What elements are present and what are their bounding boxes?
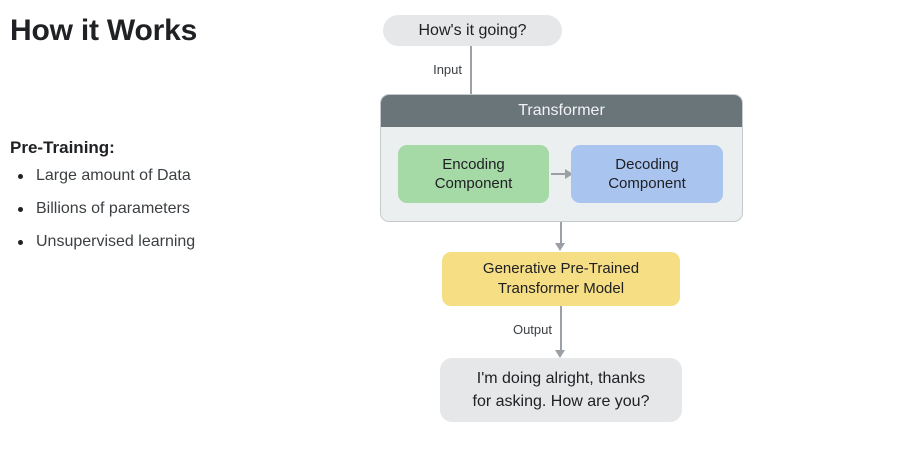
left-text-panel: How it Works Pre-Training: Large amount … (10, 0, 360, 451)
output-speech-bubble: I'm doing alright, thanks for asking. Ho… (440, 358, 682, 422)
bullet-dot-icon (18, 240, 23, 245)
encoder-to-decoder-line (551, 173, 565, 175)
gpt-model-box: Generative Pre-Trained Transformer Model (442, 252, 680, 306)
list-item: Billions of parameters (10, 199, 195, 219)
gpt-model-line1: Generative Pre-Trained (482, 260, 640, 277)
list-item-label: Large amount of Data (36, 167, 191, 184)
decoding-component-box: Decoding Component (571, 145, 723, 203)
bullet-dot-icon (18, 207, 23, 212)
list-item: Unsupervised learning (10, 232, 195, 252)
output-connector-line (560, 306, 562, 351)
list-item-label: Billions of parameters (36, 200, 190, 217)
gpt-model-line2: Transformer Model (497, 280, 625, 297)
output-bubble-line2: for asking. How are you? (472, 393, 650, 410)
input-speech-bubble: How's it going? (383, 15, 562, 46)
transformer-to-model-arrowhead (555, 243, 565, 251)
page-title: How it Works (10, 14, 198, 47)
list-item-label: Unsupervised learning (36, 233, 196, 250)
encoding-component-box: Encoding Component (398, 145, 549, 203)
list-item: Large amount of Data (10, 166, 195, 186)
decoding-component-line2: Component (608, 175, 686, 192)
input-edge-label: Input (433, 62, 462, 77)
encoding-component-line2: Component (434, 175, 513, 192)
encoding-component-line1: Encoding (442, 156, 505, 173)
output-connector-arrowhead (555, 350, 565, 358)
bullet-dot-icon (18, 174, 23, 179)
encoder-to-decoder-arrowhead (565, 169, 573, 179)
output-edge-label: Output (512, 322, 552, 337)
pre-training-bullet-list: Large amount of Data Billions of paramet… (10, 166, 195, 265)
output-bubble-line1: I'm doing alright, thanks (476, 370, 646, 387)
input-connector-line (470, 46, 472, 136)
transformer-to-model-line (560, 222, 562, 244)
decoding-component-line1: Decoding (615, 156, 679, 173)
transformer-container: Transformer Encoding Component Decoding … (380, 94, 743, 222)
transformer-header-label: Transformer (381, 95, 742, 127)
section-heading-pre-training: Pre-Training: (10, 138, 115, 157)
